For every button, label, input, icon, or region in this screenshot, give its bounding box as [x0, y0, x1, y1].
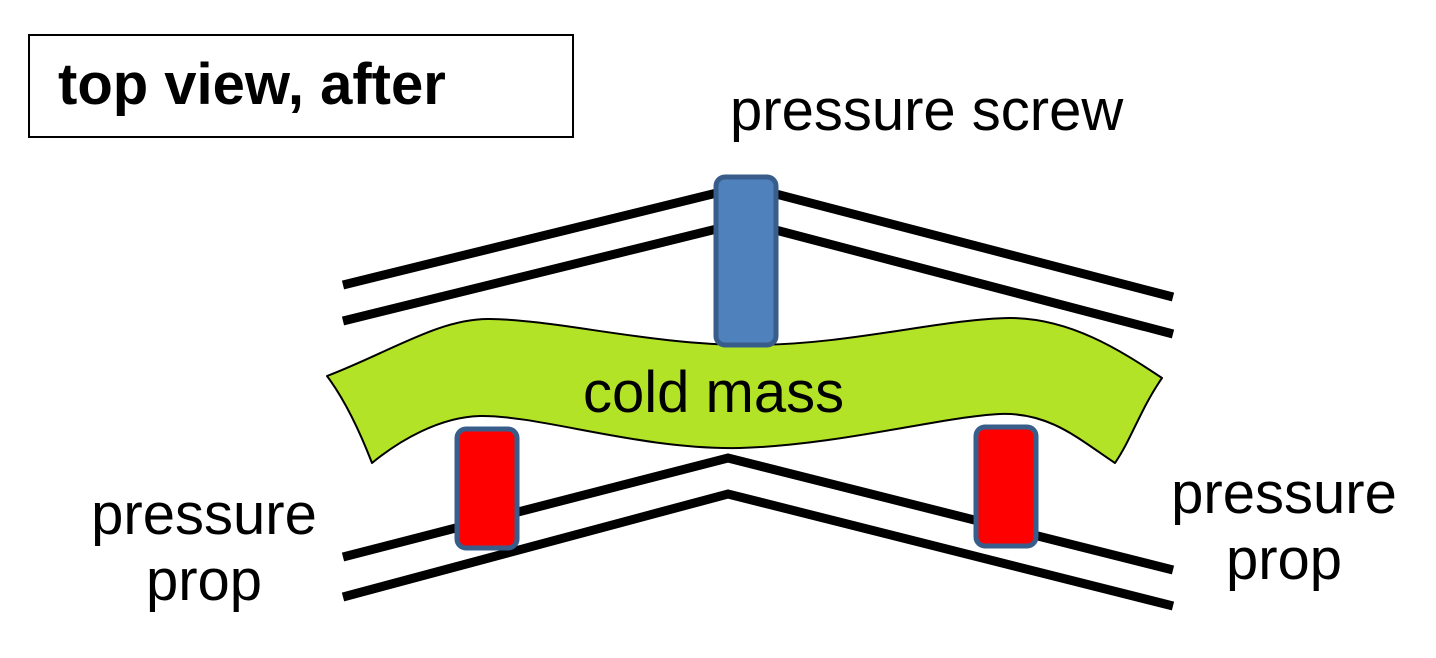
pressure-prop-right-label: pressure prop [1134, 461, 1434, 593]
lower-wall-outer [341, 489, 1175, 611]
cold-mass-shape [326, 317, 1163, 464]
pressure-prop-right-label-line1: pressure [1171, 461, 1397, 526]
pressure-prop-right-label-line2: prop [1225, 527, 1343, 592]
pressure-prop-left [454, 426, 520, 551]
pressure-prop-right [973, 424, 1039, 549]
diagram-title: top view, after [58, 52, 446, 117]
cold-mass-label: cold mass [583, 360, 845, 425]
pressure-prop-left-label-line1: pressure [91, 482, 317, 547]
title-box: top view, after [28, 34, 574, 138]
pressure-screw-label: pressure screw [730, 78, 1124, 143]
pressure-prop-left-label-line2: prop [145, 548, 263, 613]
pressure-screw [713, 174, 779, 348]
pressure-prop-left-label: pressure prop [54, 482, 354, 614]
